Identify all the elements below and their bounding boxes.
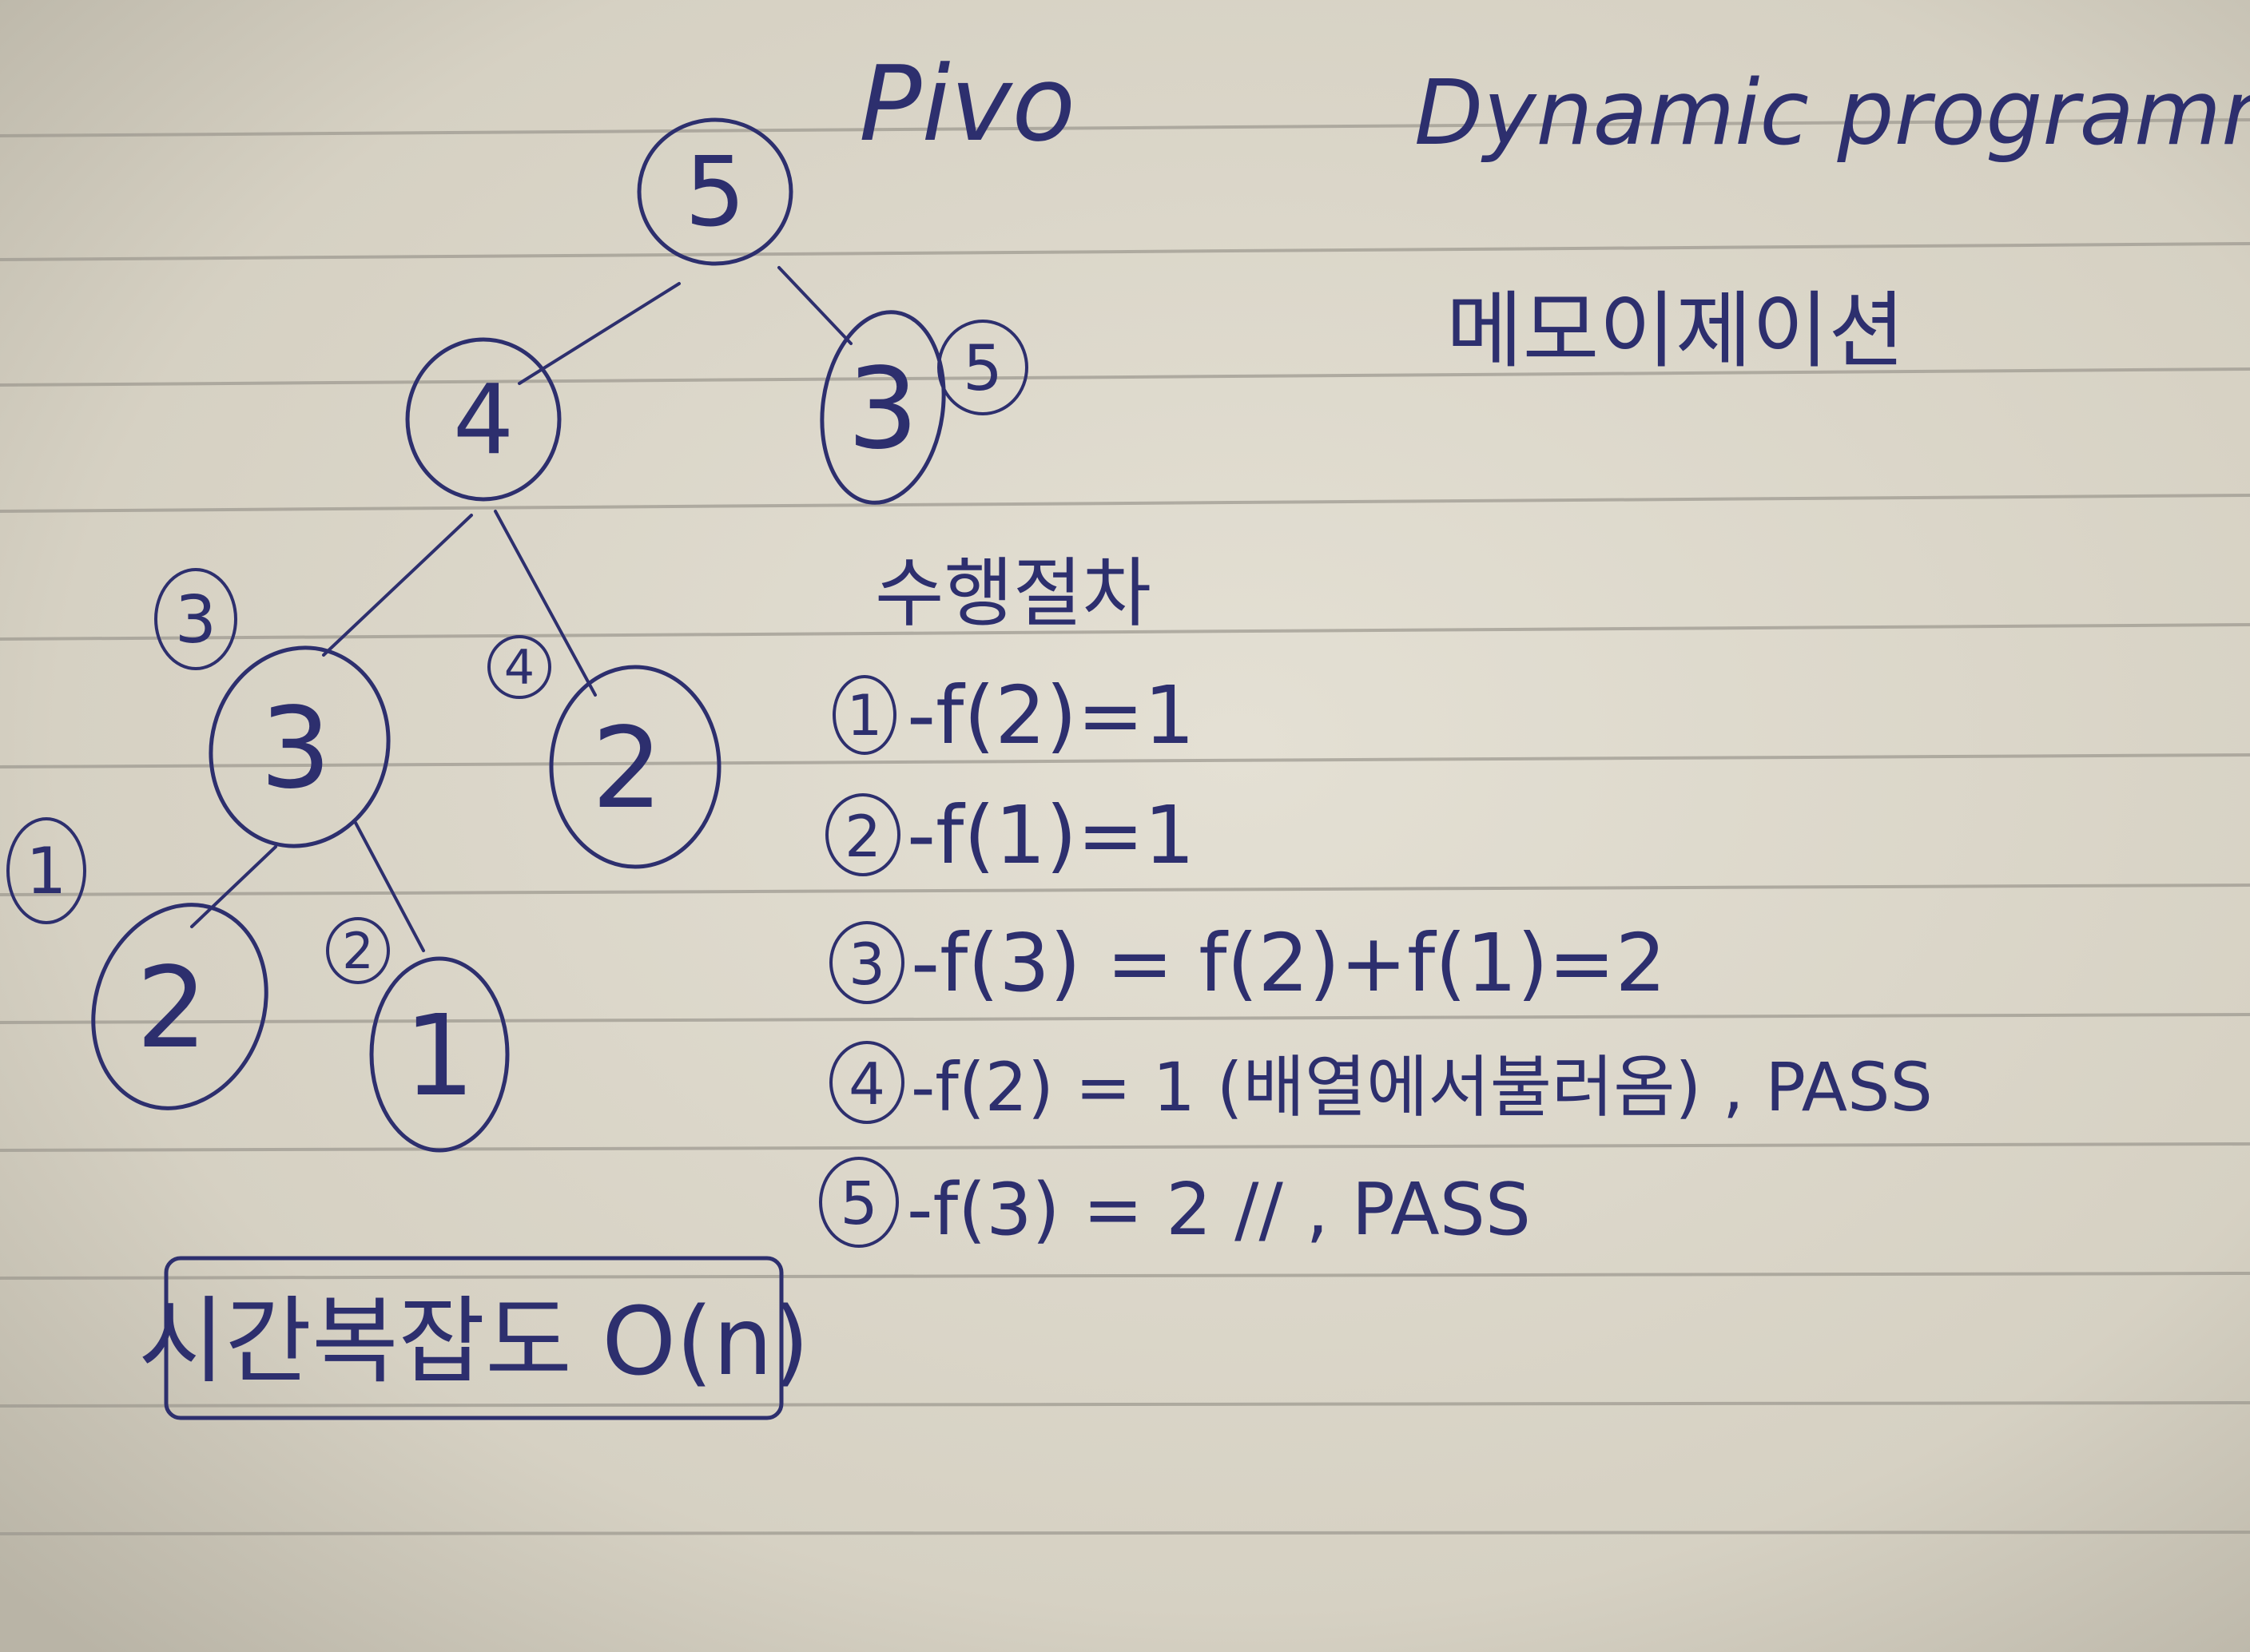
svg-text:5: 5 <box>840 1170 877 1238</box>
svg-text:4: 4 <box>849 1050 885 1118</box>
step-marks: 1 2 3 4 5 <box>6 320 1028 984</box>
complexity-text: 시간복잡도 O(n) <box>138 1286 809 1396</box>
tree-node: 3 <box>209 645 391 848</box>
edge-4-2 <box>494 510 597 697</box>
edge-5-3 <box>777 266 853 345</box>
svg-text:5: 5 <box>963 333 1003 405</box>
svg-text:4: 4 <box>504 640 535 696</box>
svg-text:-f(1)=1: -f(1)=1 <box>907 788 1195 882</box>
procedure-step: 2 -f(1)=1 <box>825 788 1195 882</box>
svg-text:2: 2 <box>591 704 662 834</box>
procedure-step: 3 -f(3) = f(2)+f(1)=2 <box>829 916 1666 1010</box>
svg-text:1: 1 <box>847 683 883 749</box>
procedure-label: 수행절차 <box>875 550 1151 637</box>
svg-text:3: 3 <box>849 931 885 998</box>
svg-text:-f(2)=1: -f(2)=1 <box>907 669 1195 762</box>
svg-text:5: 5 <box>685 137 745 248</box>
edge-3-2 <box>190 845 277 928</box>
tree-node: 1 <box>369 956 510 1153</box>
procedure-step: 1 -f(2)=1 <box>833 669 1195 762</box>
edge-3-1 <box>354 821 425 952</box>
step-mark: 1 <box>6 817 86 924</box>
procedure-step: 4 -f(2) = 1 (배열에서불러옴) , PASS <box>829 1041 1933 1126</box>
step-mark: 5 <box>937 320 1028 415</box>
tree-edges <box>190 266 853 952</box>
svg-text:3: 3 <box>847 344 918 475</box>
svg-text:2: 2 <box>342 922 373 980</box>
step-mark: 2 <box>326 917 390 984</box>
complexity-box: 시간복잡도 O(n) <box>138 1256 809 1420</box>
svg-text:3: 3 <box>260 684 331 814</box>
tree-nodes: 5 4 3 3 2 2 1 <box>91 117 946 1153</box>
svg-text:3: 3 <box>175 582 217 658</box>
edge-5-4 <box>518 282 681 385</box>
svg-text:-f(2) = 1 (배열에서불러옴) , PASS: -f(2) = 1 (배열에서불러옴) , PASS <box>911 1048 1933 1126</box>
tree-node: 2 <box>91 903 268 1110</box>
procedure-step: 5 -f(3) = 2 // , PASS <box>819 1157 1531 1252</box>
svg-text:1: 1 <box>403 991 475 1122</box>
svg-text:-f(3) = f(2)+f(1)=2: -f(3) = f(2)+f(1)=2 <box>911 916 1666 1010</box>
memo-label: 메모이제이션 <box>1446 282 1905 379</box>
step-mark: 3 <box>154 568 237 670</box>
tree-node: 4 <box>405 337 562 502</box>
procedure-steps: 1 -f(2)=1 2 -f(1)=1 3 -f(3) = f(2)+f(1)=… <box>819 669 1933 1252</box>
svg-text:1: 1 <box>26 834 67 908</box>
heading-text: Dynamic programming <box>1414 62 2250 165</box>
svg-text:2: 2 <box>845 803 881 870</box>
tree-node: 3 <box>820 310 946 505</box>
title-text: Pivo <box>859 43 1075 165</box>
svg-text:2: 2 <box>136 943 207 1074</box>
svg-text:4: 4 <box>453 365 514 476</box>
step-mark: 4 <box>487 635 551 699</box>
tree-node: 2 <box>549 665 722 869</box>
svg-text:-f(3) = 2 // , PASS: -f(3) = 2 // , PASS <box>907 1168 1531 1252</box>
edge-4-3 <box>322 514 473 657</box>
tree-node: 5 <box>637 117 793 266</box>
